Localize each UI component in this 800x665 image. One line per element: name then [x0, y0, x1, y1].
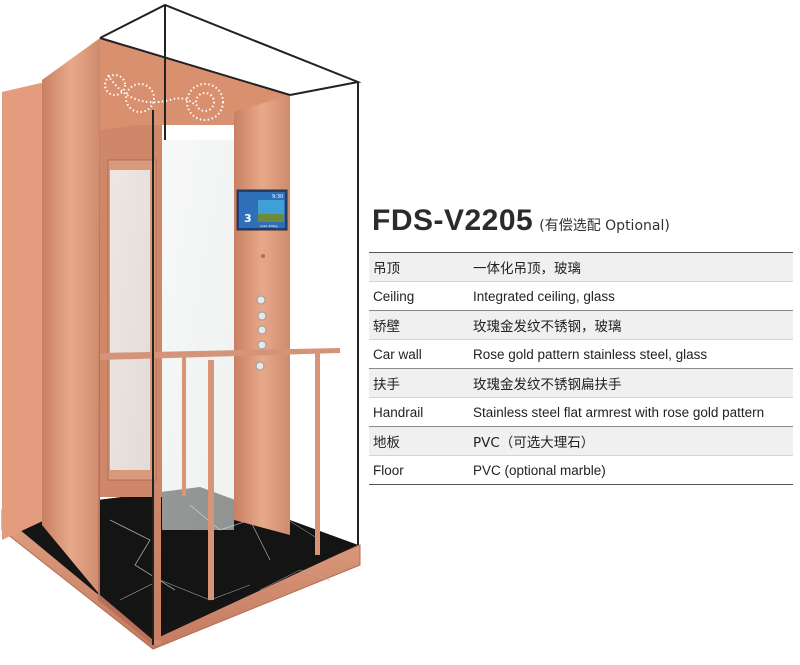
spec-value-zh: PVC（可选大理石）: [465, 426, 793, 456]
spec-label-zh: 吊顶: [369, 252, 465, 282]
spec-row-ceiling-zh: 吊顶 一体化吊顶，玻璃: [369, 252, 793, 282]
display-caption: Load 320kg: [260, 224, 278, 228]
spec-row-ceiling-en: Ceiling Integrated ceiling, glass: [369, 281, 793, 311]
display-time: 9:30: [272, 194, 283, 200]
elevator-cabin-illustration: 3 9:30 Load 320kg: [1, 3, 362, 650]
spec-label-zh: 扶手: [369, 368, 465, 398]
spec-label-en: Ceiling: [369, 281, 465, 311]
floor-call-button: [256, 295, 266, 305]
spec-row-floor-en: Floor PVC (optional marble): [369, 455, 793, 485]
spec-value-en: Integrated ceiling, glass: [465, 281, 793, 311]
spec-row-car-wall-en: Car wall Rose gold pattern stainless ste…: [369, 339, 793, 369]
spec-row-car-wall-zh: 轿壁 玫瑰金发纹不锈钢，玻璃: [369, 310, 793, 340]
glass-enclosure-frame: [99, 3, 362, 645]
operating-panel: 3 9:30 Load 320kg: [236, 189, 288, 371]
spec-table: 吊顶 一体化吊顶，玻璃 Ceiling Integrated ceiling, …: [369, 252, 793, 485]
floor-call-button: [257, 311, 267, 321]
back-wall: [100, 95, 290, 535]
spec-label-zh: 地板: [369, 426, 465, 456]
spec-value-en: PVC (optional marble): [465, 455, 793, 485]
spec-value-zh: 一体化吊顶，玻璃: [465, 252, 793, 282]
floor-call-button: [255, 361, 265, 371]
spec-row-floor-zh: 地板 PVC（可选大理石）: [369, 426, 793, 456]
spec-label-en: Floor: [369, 455, 465, 485]
display-floor-number: 3: [244, 212, 252, 225]
model-code: FDS-V2205: [372, 204, 534, 237]
spec-row-handrail-zh: 扶手 玫瑰金发纹不锈钢扁扶手: [369, 368, 793, 398]
ceiling-panel: [100, 38, 290, 130]
spec-value-zh: 玫瑰金发纹不锈钢，玻璃: [465, 310, 793, 340]
handrail: [100, 348, 340, 600]
left-front-pillar: [2, 38, 153, 645]
spec-value-en: Stainless steel flat armrest with rose g…: [465, 397, 793, 427]
spec-row-handrail-en: Handrail Stainless steel flat armrest wi…: [369, 397, 793, 427]
spec-label-en: Car wall: [369, 339, 465, 369]
floor-call-button: [257, 325, 267, 335]
product-title: FDS-V2205 (有偿选配 Optional): [372, 204, 670, 238]
spec-value-en: Rose gold pattern stainless steel, glass: [465, 339, 793, 369]
floor-call-button: [257, 340, 267, 350]
optional-note: (有偿选配 Optional): [539, 218, 670, 234]
spec-value-zh: 玫瑰金发纹不锈钢扁扶手: [465, 368, 793, 398]
spec-label-zh: 轿壁: [369, 310, 465, 340]
spec-label-en: Handrail: [369, 397, 465, 427]
